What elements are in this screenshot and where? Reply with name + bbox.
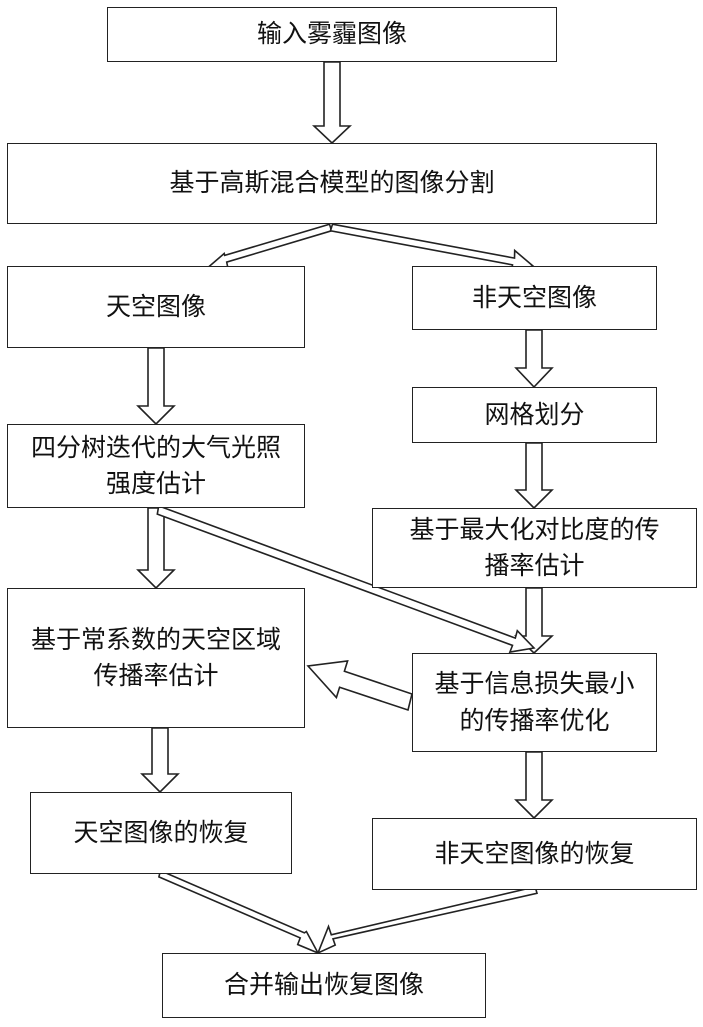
arrow-skyrestore-to-merge [159,871,318,953]
sky-image-label: 天空图像 [106,289,206,325]
max-contrast-label-line2: 播率估计 [409,548,659,584]
merge-output-box: 合并输出恢复图像 [162,953,486,1018]
sky-image-restore-label: 天空图像的恢复 [73,815,248,851]
arrow-segmentation-to-nonsky [331,224,534,272]
info-loss-label-line2: 的传播率优化 [434,703,634,739]
arrow-skytrans-to-skyrestore [142,728,178,792]
arrow-input-to-segmentation [314,62,350,143]
quadtree-label-line1: 四分树迭代的大气光照 [31,430,281,466]
non-sky-image-box: 非天空图像 [412,266,657,330]
sky-trans-label-line2: 传播率估计 [31,658,281,694]
max-contrast-label-line1: 基于最大化对比度的传 [409,512,659,548]
info-loss-optimization-text: 基于信息损失最小 的传播率优化 [434,666,634,739]
arrow-infoloss-to-skytrans [308,661,412,710]
sky-region-transmission-box: 基于常系数的天空区域 传播率估计 [7,588,305,728]
input-haze-image-label: 输入雾霾图像 [257,16,407,52]
arrow-grid-to-maxcontrast [516,443,552,508]
sky-region-transmission-text: 基于常系数的天空区域 传播率估计 [31,622,281,695]
sky-image-restore-box: 天空图像的恢复 [30,792,292,874]
arrow-segmentation-to-sky [205,224,332,270]
max-contrast-transmission-text: 基于最大化对比度的传 播率估计 [409,512,659,585]
quadtree-atmospheric-light-text: 四分树迭代的大气光照 强度估计 [31,430,281,503]
info-loss-label-line1: 基于信息损失最小 [434,666,634,702]
arrow-sky-to-quadtree [138,348,174,424]
arrow-nonsky-to-grid [516,330,552,387]
gmm-segmentation-box: 基于高斯混合模型的图像分割 [7,143,657,224]
info-loss-optimization-box: 基于信息损失最小 的传播率优化 [412,653,657,752]
gmm-segmentation-label: 基于高斯混合模型的图像分割 [169,165,494,201]
arrow-nonskyrestore-to-merge [318,887,537,953]
non-sky-image-restore-label: 非天空图像的恢复 [434,836,634,872]
non-sky-image-restore-box: 非天空图像的恢复 [372,818,697,890]
quadtree-atmospheric-light-box: 四分树迭代的大气光照 强度估计 [7,424,305,508]
non-sky-image-label: 非天空图像 [472,280,597,316]
merge-output-label: 合并输出恢复图像 [224,967,424,1003]
grid-division-box: 网格划分 [412,387,657,443]
arrow-quadtree-to-skytrans [138,508,174,588]
sky-trans-label-line1: 基于常系数的天空区域 [31,622,281,658]
sky-image-box: 天空图像 [7,266,305,348]
quadtree-label-line2: 强度估计 [31,466,281,502]
max-contrast-transmission-box: 基于最大化对比度的传 播率估计 [372,508,697,588]
arrow-infoloss-to-nonskyrestore [516,752,552,818]
grid-division-label: 网格划分 [484,397,584,433]
input-haze-image-box: 输入雾霾图像 [107,7,557,62]
